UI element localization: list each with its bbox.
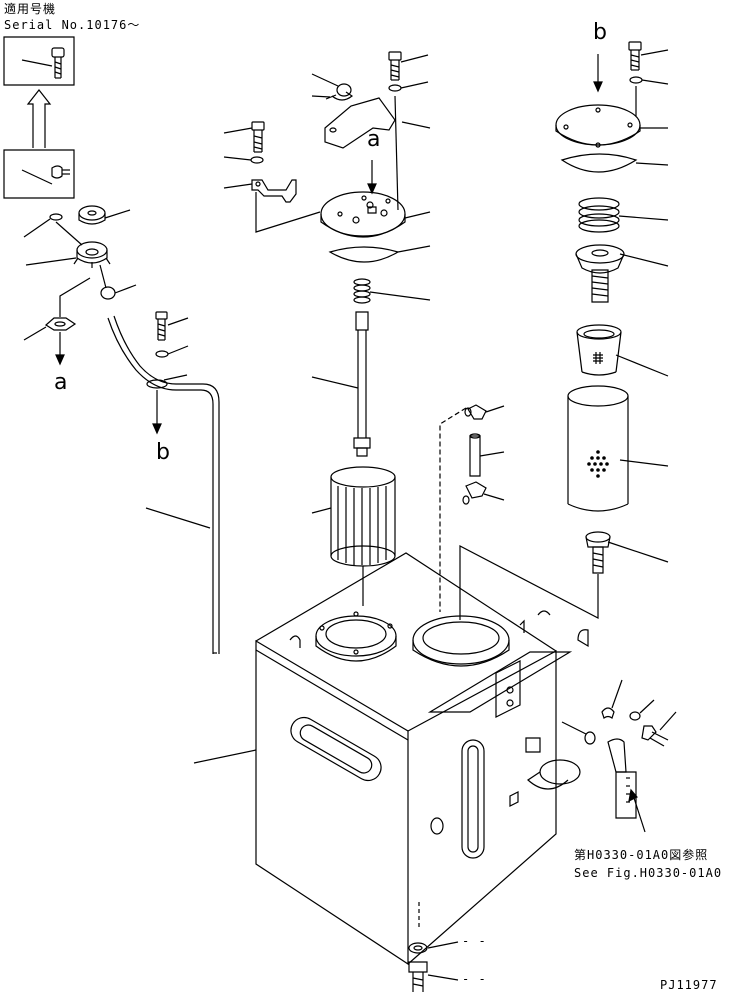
serial-number-label: Serial No.10176～ bbox=[4, 18, 141, 32]
gasket-right bbox=[562, 154, 636, 172]
filter-rod bbox=[354, 312, 370, 456]
gasket-center bbox=[330, 247, 398, 262]
valve-right bbox=[576, 245, 624, 302]
filter-element bbox=[568, 386, 628, 511]
drawing-code: PJ11977 bbox=[660, 978, 718, 992]
washer-r1 bbox=[630, 77, 642, 83]
arrow-to-b-top bbox=[594, 54, 602, 91]
filter-cup bbox=[577, 325, 621, 375]
filler-body bbox=[74, 242, 110, 268]
dash-mark-1: - - bbox=[462, 934, 487, 948]
marker-a-left: a bbox=[54, 370, 68, 395]
hose-clip-right bbox=[602, 708, 614, 718]
spring-right bbox=[579, 198, 619, 232]
new-bolt-icon bbox=[52, 48, 64, 78]
bolt-c2 bbox=[389, 52, 401, 80]
marker-b-top: b bbox=[593, 20, 607, 45]
bolt-c1 bbox=[252, 122, 264, 152]
lock-ring bbox=[46, 318, 75, 330]
sensor-top bbox=[326, 84, 352, 100]
new-bolt-box bbox=[4, 37, 74, 85]
marker-b-left: b bbox=[156, 440, 170, 465]
washer-bottom bbox=[409, 943, 427, 953]
up-arrow bbox=[28, 90, 50, 148]
breather-cap bbox=[79, 206, 105, 224]
drain-hose-right bbox=[608, 739, 636, 818]
washer-right bbox=[630, 712, 640, 720]
knob bbox=[100, 265, 115, 299]
arrow-to-ref bbox=[629, 790, 645, 832]
tank-cover-right bbox=[556, 105, 640, 147]
old-bolt-icon bbox=[52, 166, 70, 178]
elbow-fitting-2 bbox=[463, 482, 486, 504]
spring-center bbox=[354, 279, 370, 303]
applicable-serial-label-jp: 適用号機 bbox=[4, 2, 57, 16]
washer-hose bbox=[156, 351, 168, 357]
strainer-center bbox=[331, 467, 395, 566]
dash-mark-2: - - bbox=[462, 972, 487, 986]
tank-cover-center bbox=[321, 192, 405, 237]
bracket-small bbox=[252, 180, 296, 202]
pipe-short bbox=[470, 434, 480, 476]
arrow-to-b-left bbox=[153, 390, 161, 433]
washer-c2 bbox=[389, 85, 401, 91]
reference-jp: 第H0330-01A0図参照 bbox=[574, 848, 709, 862]
old-bolt-box bbox=[4, 150, 74, 198]
bolt-right bbox=[642, 726, 668, 746]
arrow-to-a-top bbox=[368, 160, 376, 193]
bolt-r1 bbox=[629, 42, 641, 70]
breather-hose bbox=[108, 316, 219, 654]
reference-en: See Fig.H0330-01A0 bbox=[574, 866, 723, 880]
elbow-fitting-1 bbox=[465, 405, 486, 419]
washer-small bbox=[50, 214, 62, 220]
arrow-to-a-left bbox=[56, 332, 64, 364]
marker-a-top: a bbox=[367, 127, 381, 152]
bolt-bottom bbox=[409, 962, 427, 992]
bracket-top bbox=[325, 98, 395, 148]
bypass-valve bbox=[586, 532, 610, 573]
bolt-hose bbox=[156, 312, 167, 340]
washer-c1 bbox=[251, 157, 263, 163]
hydraulic-tank bbox=[256, 553, 595, 964]
hose-clamp bbox=[147, 375, 187, 388]
